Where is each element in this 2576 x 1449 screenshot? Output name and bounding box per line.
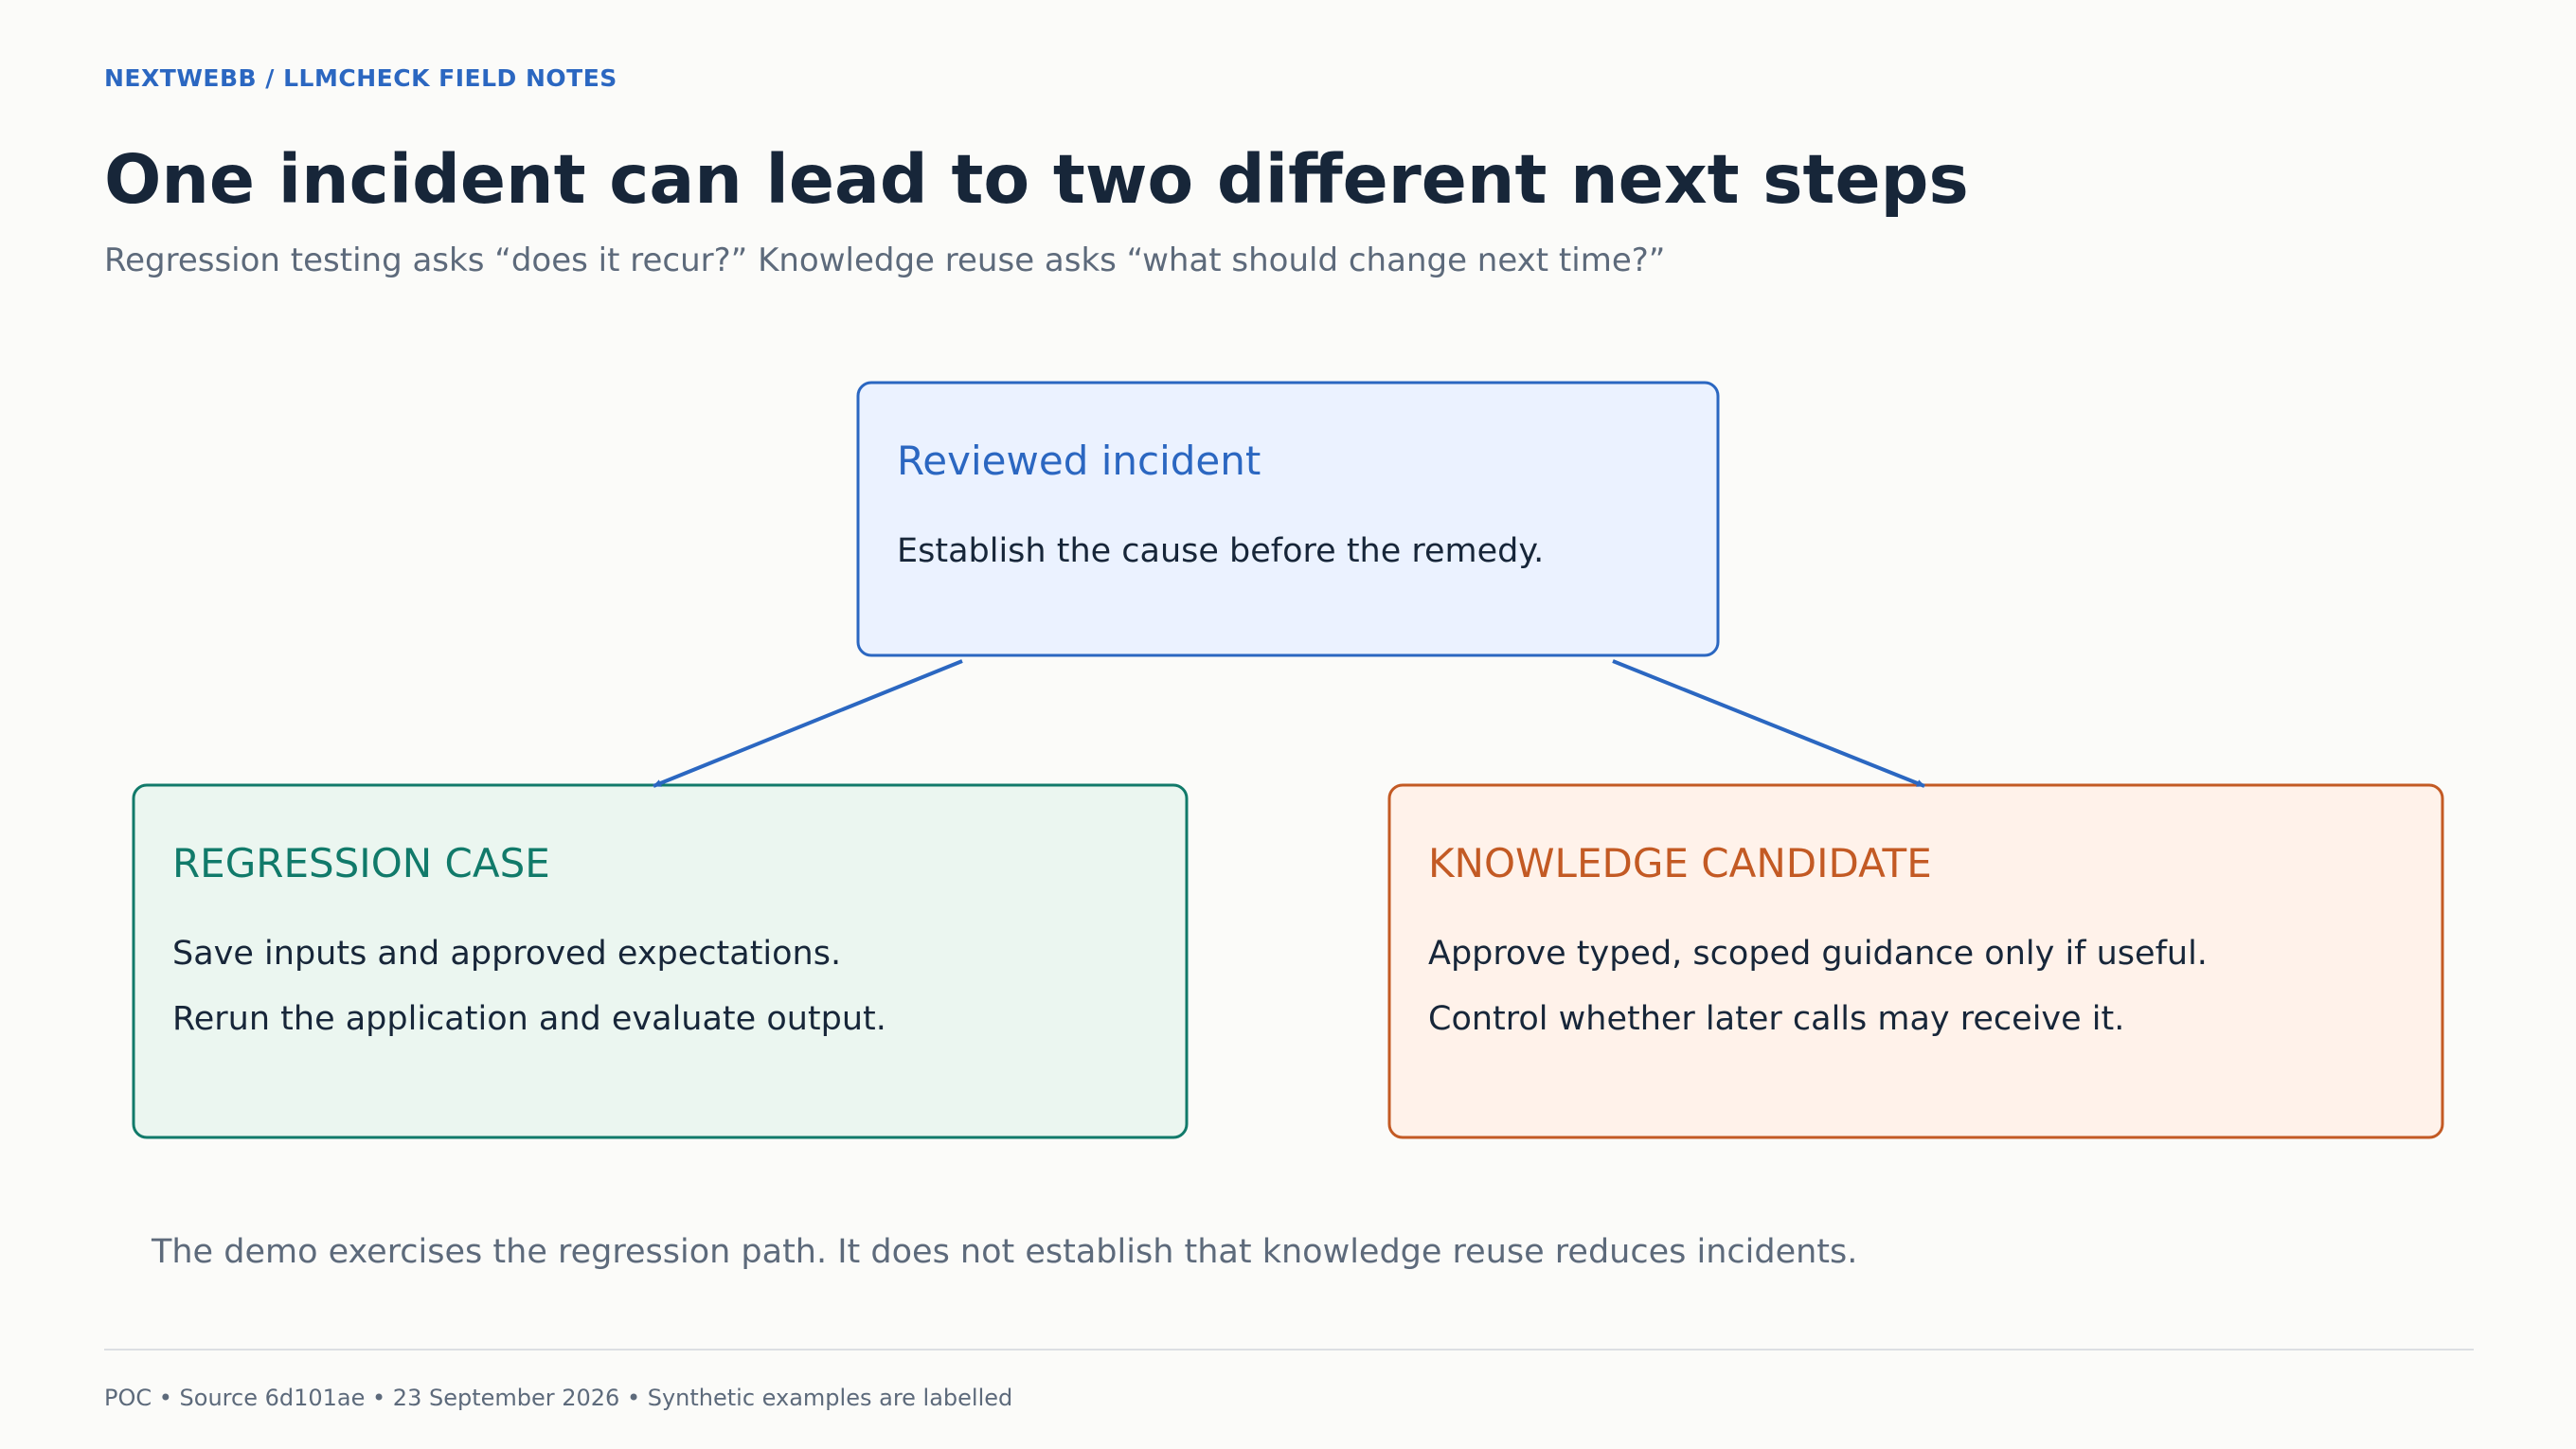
page-title: One incident can lead to two different n…: [104, 140, 1969, 219]
divider: [104, 1349, 2474, 1351]
incident-box: [856, 381, 1720, 657]
page-subtitle: Regression testing asks “does it recur?”…: [104, 242, 1666, 279]
arrow-to-regression: [653, 659, 963, 788]
footnote-caveat: The demo exercises the regression path. …: [152, 1233, 1858, 1271]
knowledge-box: [1387, 783, 2444, 1139]
incident-line: Establish the cause before the remedy.: [897, 532, 1545, 570]
regression-line: Save inputs and approved expectations.: [172, 935, 842, 973]
knowledge-line: Approve typed, scoped guidance only if u…: [1428, 935, 2208, 973]
incident-title: Reviewed incident: [897, 438, 1261, 484]
regression-title: REGRESSION CASE: [172, 840, 550, 886]
regression-line: Rerun the application and evaluate outpu…: [172, 1000, 886, 1038]
knowledge-line: Control whether later calls may receive …: [1428, 1000, 2125, 1038]
arrow-to-knowledge: [1612, 659, 1925, 788]
kicker: NEXTWEBB / LLMCHECK FIELD NOTES: [104, 64, 617, 92]
knowledge-title: KNOWLEDGE CANDIDATE: [1428, 840, 1932, 886]
source-footer: POC • Source 6d101ae • 23 September 2026…: [104, 1385, 1013, 1411]
